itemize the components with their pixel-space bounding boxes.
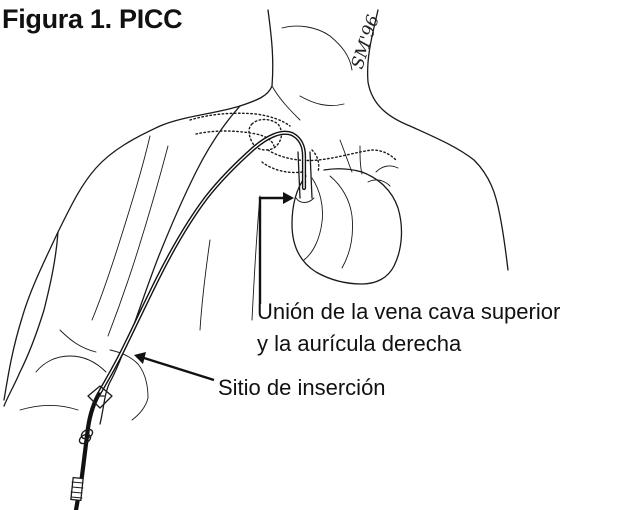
svc-junction-line-1: Unión de la vena cava superior <box>257 299 560 324</box>
svc-junction-line-2: y la aurícula derecha <box>257 331 461 356</box>
insertion-site-label: Sitio de inserción <box>218 372 386 404</box>
heart-illustration <box>292 140 401 284</box>
svc-junction-arrow <box>260 192 294 304</box>
artist-signature: SM'96 <box>348 13 384 72</box>
svc-junction-label: Unión de la vena cava superior y la auríc… <box>257 296 560 360</box>
luer-connector <box>71 478 83 501</box>
insertion-site-arrow <box>134 352 214 380</box>
dotted-vessels <box>190 113 396 172</box>
